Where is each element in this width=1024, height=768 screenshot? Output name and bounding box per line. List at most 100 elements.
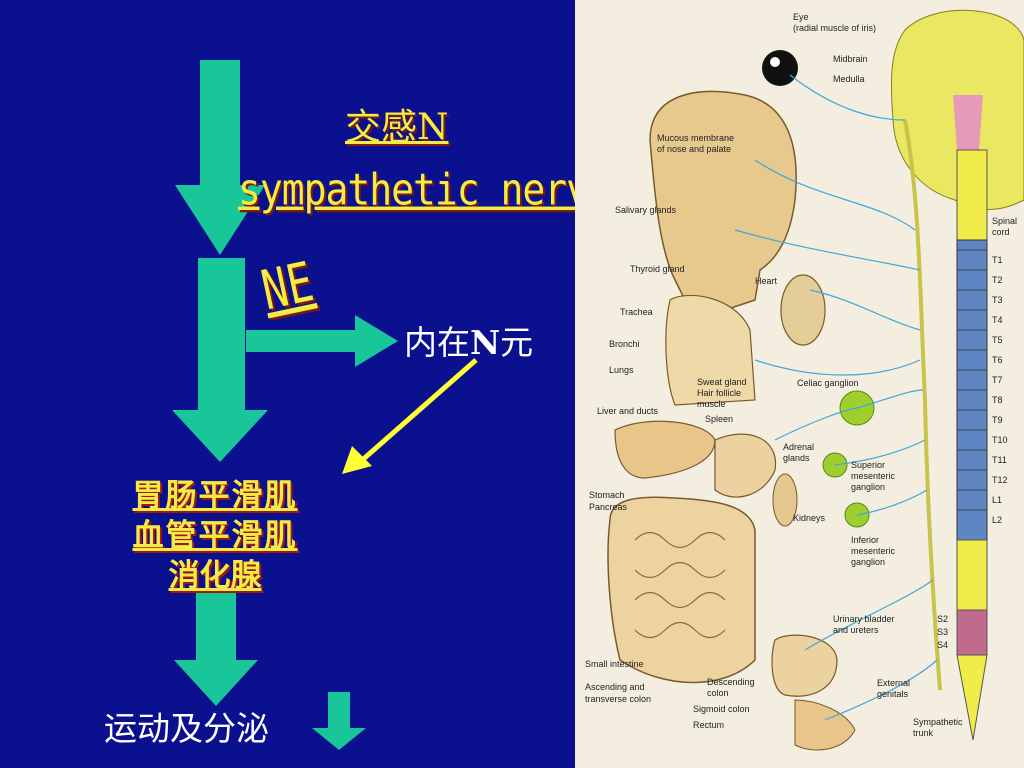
lbl-sup-mes: Superior <box>851 460 885 470</box>
lbl-hair: Hair follicle <box>697 388 741 398</box>
lbl-trachea: Trachea <box>620 307 653 317</box>
lbl-spinal: Spinal <box>992 216 1017 226</box>
lbl-lungs: Lungs <box>609 365 634 375</box>
cord-sacral <box>956 609 988 656</box>
eye-organ <box>762 50 798 86</box>
segment-label-t3: T3 <box>992 295 1003 305</box>
lungs <box>665 294 756 406</box>
lbl-sup-mes-2: mesenteric <box>851 471 896 481</box>
arrow-right <box>246 315 398 367</box>
lbl-descending-sub: colon <box>707 688 729 698</box>
lbl-celiac: Celiac ganglion <box>797 378 859 388</box>
segment-label-t7: T7 <box>992 375 1003 385</box>
lbl-genitals-sub: genitals <box>877 689 909 699</box>
liver-organ <box>614 420 716 479</box>
segment-label-t4: T4 <box>992 315 1003 325</box>
lbl-mucous-sub: of nose and palate <box>657 144 731 154</box>
intrinsic-suffix: 元 <box>500 323 534 362</box>
lbl-liver: Liver and ducts <box>597 406 659 416</box>
segment-label-t1: T1 <box>992 255 1003 265</box>
highlight-arrow-line <box>358 358 478 464</box>
lbl-bladder: Urinary bladder <box>833 614 895 624</box>
sympathetic-en-label: sympathetic nerve <box>238 164 611 215</box>
lbl-adrenal: Adrenal <box>783 442 814 452</box>
lbl-midbrain: Midbrain <box>833 54 868 64</box>
segment-label-l1: L1 <box>992 495 1002 505</box>
sacral-label-s2: S2 <box>937 614 948 624</box>
cord-tail <box>956 654 988 741</box>
arrow-down-1 <box>175 60 265 255</box>
lbl-rectum: Rectum <box>693 720 724 730</box>
arrow-down-2 <box>172 258 268 462</box>
segment-label-t2: T2 <box>992 275 1003 285</box>
segment-label-t12: T12 <box>992 475 1008 485</box>
cord-cervical <box>956 149 988 241</box>
genitals-organ <box>794 699 856 751</box>
segment-label-t10: T10 <box>992 435 1008 445</box>
sacral-label-s3: S3 <box>937 627 948 637</box>
lbl-medulla: Medulla <box>833 74 865 84</box>
sacral-label-s4: S4 <box>937 640 948 650</box>
flow-arrows <box>172 60 478 750</box>
anatomy-labels: Eye (radial muscle of iris) Midbrain Med… <box>585 12 1017 738</box>
lbl-salivary: Salivary glands <box>615 205 677 215</box>
nerve-fibers <box>734 74 938 721</box>
arrow-down-small <box>312 692 366 750</box>
lbl-sup-mes-3: ganglion <box>851 482 885 492</box>
segment-label-t8: T8 <box>992 395 1003 405</box>
anatomy-illustration: Eye (radial muscle of iris) Midbrain Med… <box>575 0 1024 768</box>
target-gi-smooth-muscle: 胃肠平滑肌 <box>132 478 298 514</box>
lbl-bladder-sub: and ureters <box>833 625 879 635</box>
lbl-kidneys: Kidneys <box>793 513 826 523</box>
lbl-descending: Descending <box>707 677 755 687</box>
segment-lines <box>957 249 987 511</box>
sympathetic-trunk <box>903 119 942 691</box>
segment-label-t6: T6 <box>992 355 1003 365</box>
lbl-trunk-sub: trunk <box>913 728 934 738</box>
bladder-organ <box>771 634 838 697</box>
lbl-mucous: Mucous membrane <box>657 133 734 143</box>
segment-label-t5: T5 <box>992 335 1003 345</box>
lbl-genitals: External <box>877 678 910 688</box>
segment-label-t9: T9 <box>992 415 1003 425</box>
lbl-heart: Heart <box>755 276 778 286</box>
stomach-organ <box>714 433 777 498</box>
highlight-arrow-head <box>342 446 372 474</box>
intrinsic-neuron-label: 内在N元 <box>404 316 533 364</box>
lbl-sigmoid: Sigmoid colon <box>693 704 750 714</box>
intrinsic-prefix: 内在 <box>404 323 470 362</box>
lbl-ascending-sub: transverse colon <box>585 694 651 704</box>
lbl-eye-sub: (radial muscle of iris) <box>793 23 876 33</box>
kidney-organ <box>772 473 798 527</box>
arrow-down-3 <box>174 588 258 706</box>
lbl-ascending: Ascending and <box>585 682 645 692</box>
lbl-adrenal-sub: glands <box>783 453 810 463</box>
lbl-spleen: Spleen <box>705 414 733 424</box>
intestine-coils <box>634 531 726 639</box>
cord-lumbar-lower <box>956 539 988 611</box>
lbl-inf-mes-2: mesenteric <box>851 546 896 556</box>
lbl-pancreas: Pancreas <box>589 502 628 512</box>
target-digestive-glands: 消化腺 <box>168 558 262 594</box>
brainstem-shape <box>953 95 983 150</box>
segment-label-l2: L2 <box>992 515 1002 525</box>
head-profile <box>649 90 797 321</box>
lbl-cord: cord <box>992 227 1010 237</box>
lbl-trunk: Sympathetic <box>913 717 963 727</box>
lbl-thyroid: Thyroid gland <box>630 264 685 274</box>
lbl-eye: Eye <box>793 12 809 22</box>
lbl-stomach: Stomach <box>589 490 625 500</box>
lbl-small-intestine: Small intestine <box>585 659 644 669</box>
lbl-hair-sub: muscle <box>697 399 726 409</box>
segment-label-t11: T11 <box>992 455 1007 465</box>
lbl-bronchi: Bronchi <box>609 339 640 349</box>
lbl-inf-mes: Inferior <box>851 535 879 545</box>
intrinsic-letter: N <box>470 323 501 362</box>
intestines <box>607 496 756 684</box>
lbl-inf-mes-3: ganglion <box>851 557 885 567</box>
eye-highlight <box>770 57 780 67</box>
heart-organ <box>780 274 826 346</box>
effect-label: 运动及分泌 <box>104 709 269 748</box>
